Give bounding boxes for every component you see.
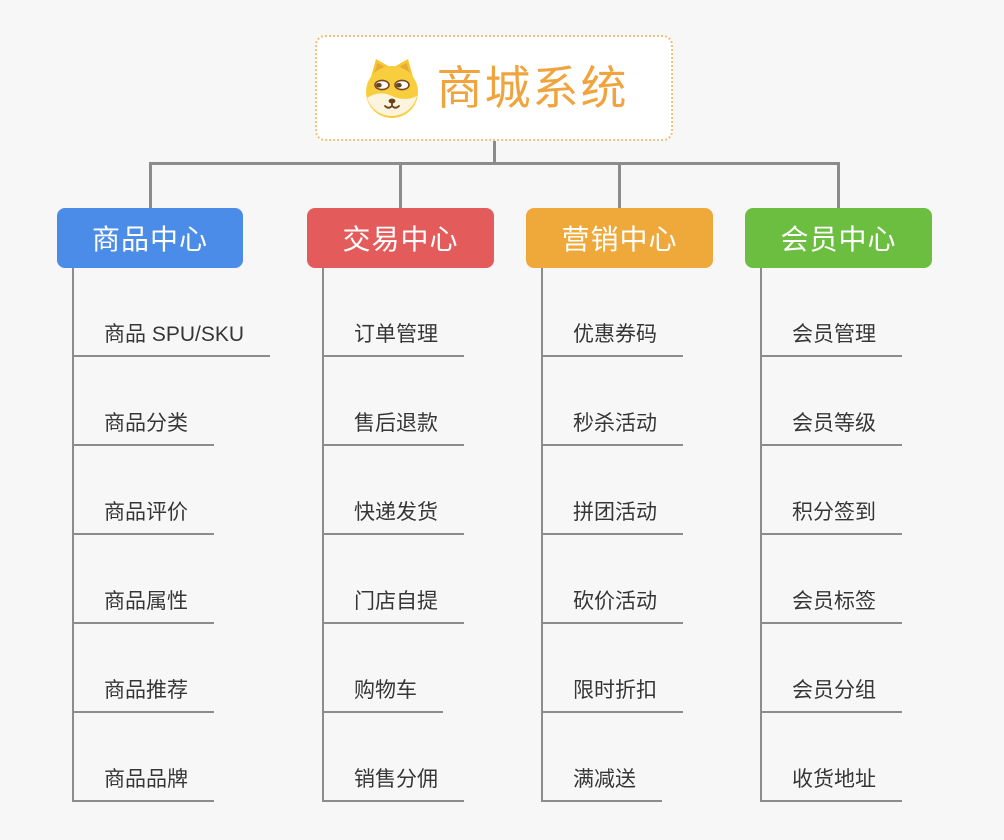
leaf-node[interactable]: 积分签到 — [760, 489, 902, 535]
leaf-node[interactable]: 会员管理 — [760, 311, 902, 357]
leaf-node[interactable]: 收货地址 — [760, 756, 902, 802]
leaf-node[interactable]: 售后退款 — [322, 400, 464, 446]
connector-root-vertical — [493, 141, 496, 164]
branch-line-marketing — [541, 268, 543, 802]
branch-member-center[interactable]: 会员中心 — [745, 208, 932, 268]
connector-drop-branch-3 — [618, 162, 621, 208]
connector-drop-branch-1 — [149, 162, 152, 208]
leaf-node[interactable]: 会员分组 — [760, 667, 902, 713]
leaf-node[interactable]: 商品属性 — [72, 578, 214, 624]
leaf-node[interactable]: 快递发货 — [322, 489, 464, 535]
leaf-node[interactable]: 优惠券码 — [541, 311, 683, 357]
leaf-node[interactable]: 商品评价 — [72, 489, 214, 535]
doge-icon — [365, 59, 418, 118]
leaf-node[interactable]: 门店自提 — [322, 578, 464, 624]
leaf-node[interactable]: 销售分佣 — [322, 756, 464, 802]
leaf-node[interactable]: 购物车 — [322, 667, 443, 713]
leaf-node[interactable]: 商品分类 — [72, 400, 214, 446]
branch-line-trade — [322, 268, 324, 802]
leaf-node[interactable]: 秒杀活动 — [541, 400, 683, 446]
root-node[interactable]: 商城系统 — [315, 35, 673, 141]
leaf-node[interactable]: 商品品牌 — [72, 756, 214, 802]
leaf-node[interactable]: 商品推荐 — [72, 667, 214, 713]
branch-line-product — [72, 268, 74, 802]
connector-horizontal — [149, 162, 840, 165]
root-title: 商城系统 — [436, 62, 629, 114]
branch-product-center[interactable]: 商品中心 — [57, 208, 243, 268]
leaf-node[interactable]: 订单管理 — [322, 311, 464, 357]
branch-marketing-center[interactable]: 营销中心 — [526, 208, 713, 268]
leaf-node[interactable]: 商品 SPU/SKU — [72, 311, 271, 357]
leaf-node[interactable]: 拼团活动 — [541, 489, 683, 535]
branch-line-member — [760, 268, 762, 802]
leaf-node[interactable]: 满减送 — [541, 756, 662, 802]
connector-drop-branch-2 — [399, 162, 402, 208]
leaf-node[interactable]: 砍价活动 — [541, 578, 683, 624]
branch-trade-center[interactable]: 交易中心 — [307, 208, 494, 268]
leaf-node[interactable]: 限时折扣 — [541, 667, 683, 713]
connector-drop-branch-4 — [837, 162, 840, 208]
leaf-node[interactable]: 会员等级 — [760, 400, 902, 446]
leaf-node[interactable]: 会员标签 — [760, 578, 902, 624]
